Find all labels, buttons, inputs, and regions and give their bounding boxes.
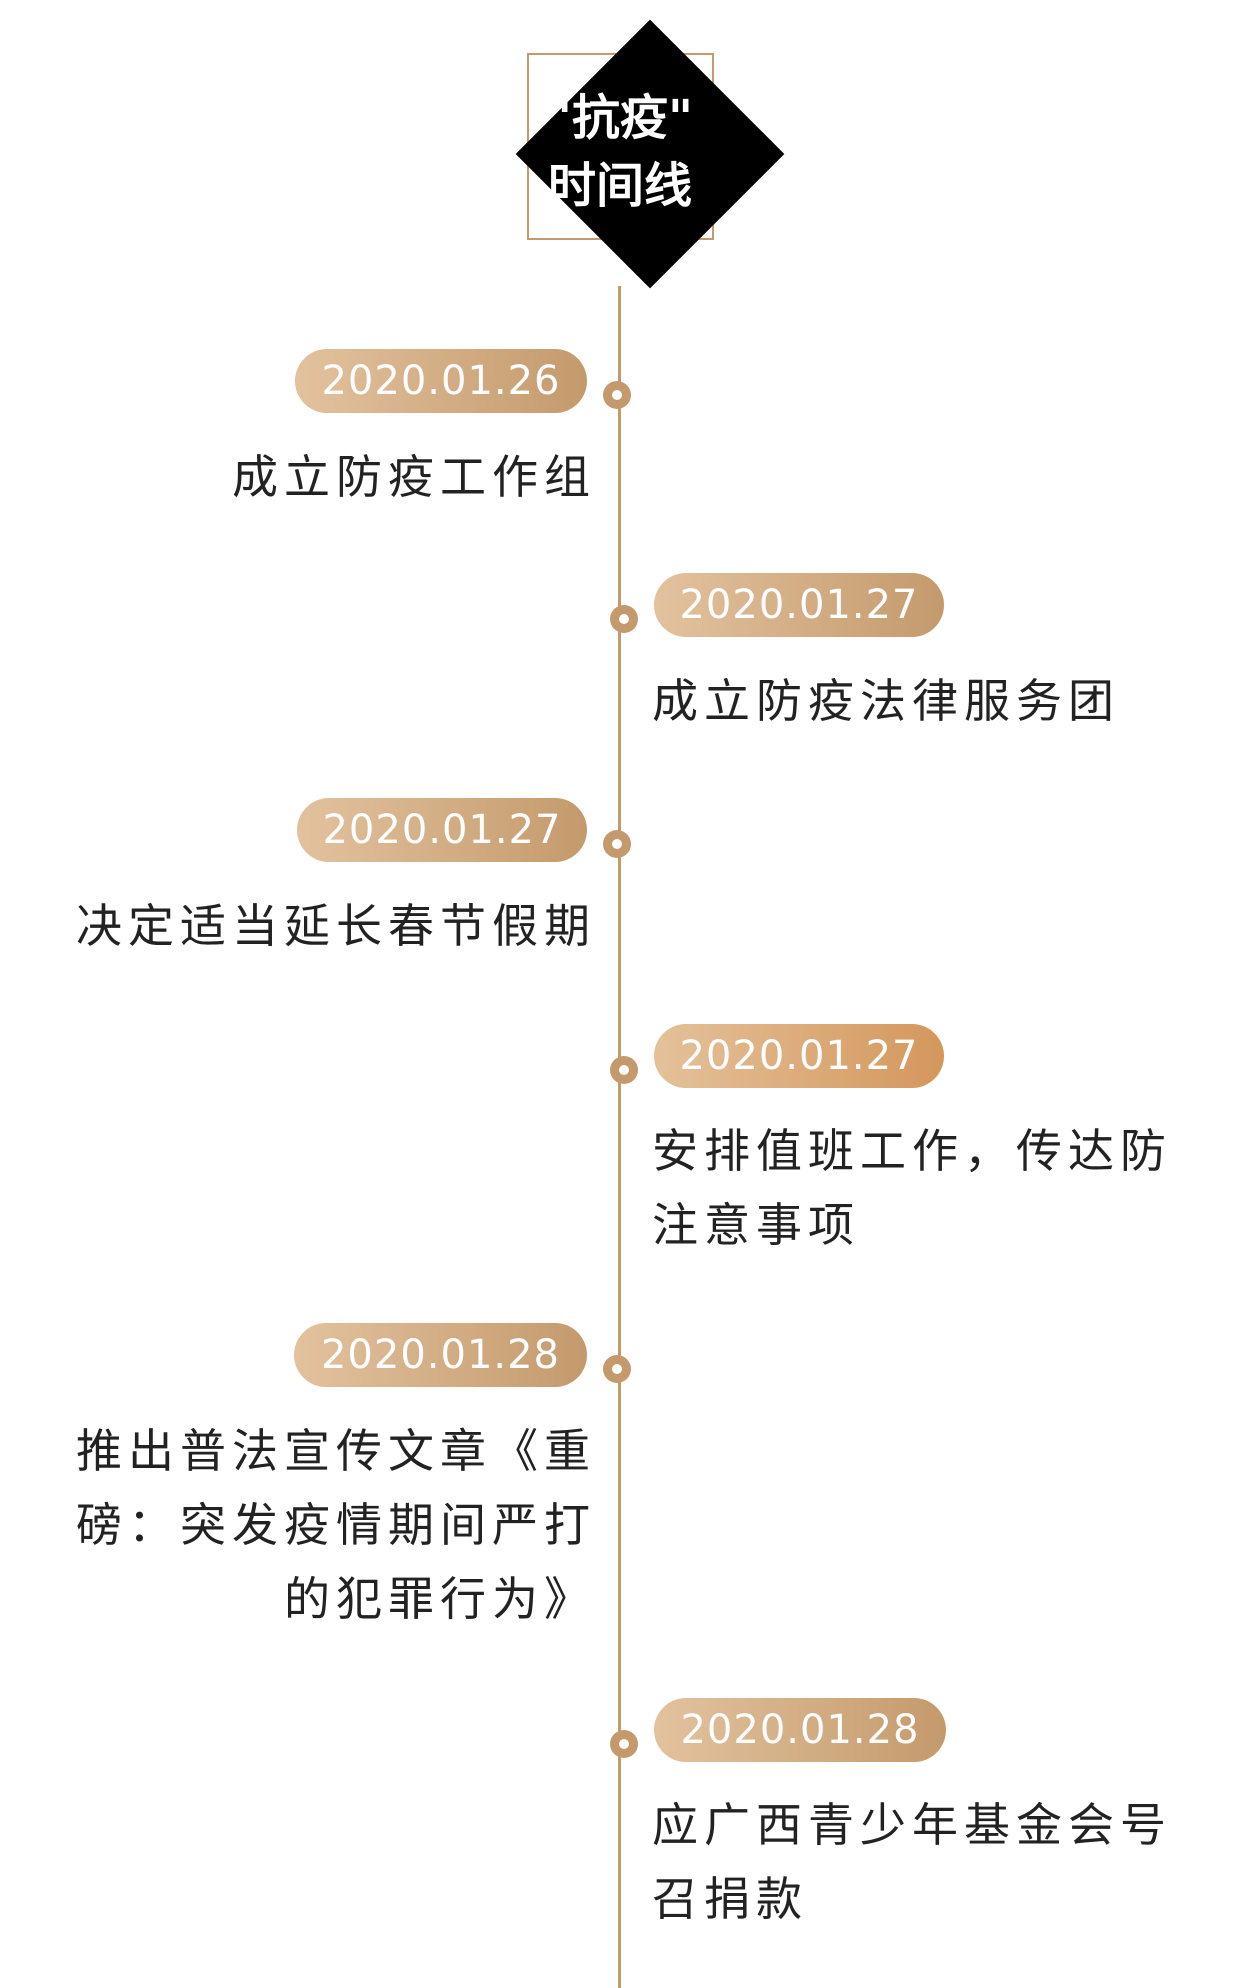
event-text-line: 决定适当延长春节假期 [76,899,596,953]
date-badge: 2020.01.27 [654,1024,944,1088]
timeline-node [603,1355,631,1383]
event-text: 成立防疫法律服务团 [652,664,1212,738]
event-text-line: 召捐款 [652,1872,808,1926]
event-text-line: 应广西青少年基金会号 [652,1798,1172,1852]
event-text: 决定适当延长春节假期 [40,889,596,963]
date-badge: 2020.01.26 [295,349,587,413]
timeline-node [610,1056,638,1084]
event-text: 应广西青少年基金会号 召捐款 [652,1788,1232,1936]
date-badge: 2020.01.27 [654,573,944,637]
timeline-header: "抗疫" 时间线 [0,0,1242,300]
event-text-line: 的犯罪行为》 [284,1572,596,1626]
event-text-line: 成立防疫法律服务团 [652,674,1120,728]
timeline-node [610,605,638,633]
date-badge: 2020.01.28 [294,1323,587,1387]
event-text: 推出普法宣传文章《重 磅：突发疫情期间严打 的犯罪行为》 [40,1414,596,1636]
page-title: "抗疫" 时间线 [520,84,720,220]
event-text-line: 安排值班工作，传达防 [652,1124,1172,1178]
timeline-line [618,286,621,1988]
timeline-node [603,381,631,409]
event-text: 安排值班工作，传达防 注意事项 [652,1114,1232,1262]
event-text-line: 推出普法宣传文章《重 [76,1424,596,1478]
date-badge: 2020.01.28 [654,1698,946,1762]
timeline-node [610,1730,638,1758]
event-text-line: 注意事项 [652,1198,860,1252]
title-line-1: "抗疫" [546,90,694,146]
date-badge: 2020.01.27 [297,798,587,862]
event-text-line: 磅：突发疫情期间严打 [76,1498,596,1552]
title-line-2: 时间线 [547,158,692,214]
event-text-line: 成立防疫工作组 [232,450,596,504]
event-text: 成立防疫工作组 [60,440,596,514]
timeline-node [603,830,631,858]
